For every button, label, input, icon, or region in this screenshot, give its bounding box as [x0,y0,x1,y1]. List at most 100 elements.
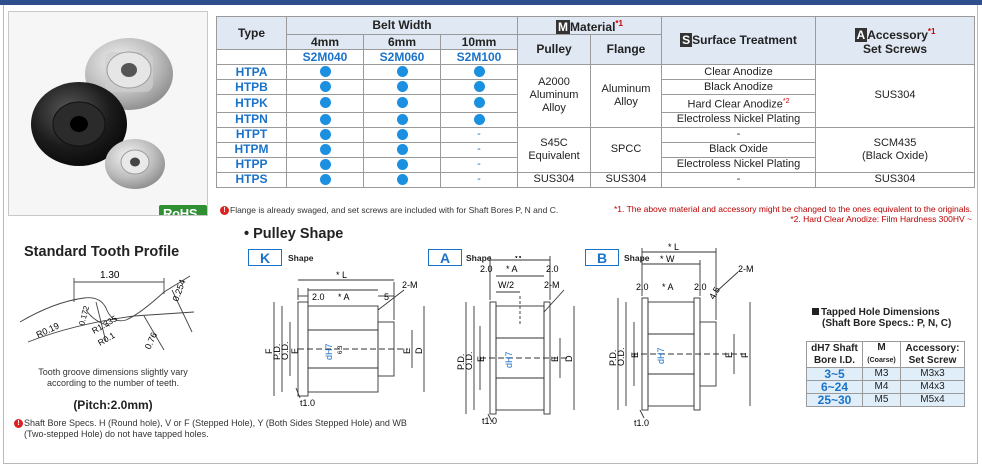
top-banner-bar [0,0,982,5]
svg-text:* A: * A [506,264,518,274]
surface-black-oxide: Black Oxide [661,141,817,158]
svg-text:F: F [264,348,274,354]
thread-size: M3 [862,367,901,381]
shape-b-badge[interactable]: B [585,249,619,266]
g3-surface: - [661,171,817,188]
svg-text:6.3: 6.3 [338,345,344,354]
surface-none: - [661,126,817,143]
svg-text:* A: * A [338,292,350,302]
svg-text:O.D.: O.D. [616,347,626,366]
pulley-photo-illustration [31,38,173,189]
shape-a-badge[interactable]: A [428,249,462,266]
svg-text:t1.0: t1.0 [634,418,649,428]
type-htpa[interactable]: HTPA [216,64,287,80]
svg-text:0.76: 0.76 [143,331,159,351]
header-flange: Flange [589,34,663,65]
svg-text:O.D.: O.D. [464,351,474,370]
svg-text:P.D.: P.D. [456,354,466,370]
svg-text:2-M: 2-M [738,264,754,274]
pulley-shape-title: • Pulley Shape [244,226,344,242]
svg-text:E: E [630,352,640,358]
available-dot [396,113,408,125]
note-material: *1. The above material and accessory mig… [613,204,972,224]
svg-text:2.0: 2.0 [480,264,493,274]
available-dot [473,97,485,109]
code-s2m040: S2M040 [286,49,364,65]
available-dot [319,113,331,125]
shape-a-label: Shape [466,253,492,263]
code-s2m060: S2M060 [363,49,441,65]
bore-range: 6~24 [806,380,863,394]
thread-size: M5 [862,393,901,407]
warning-icon: ! [220,206,229,216]
available-dot [319,143,331,155]
product-photo: RoHS 10 [8,11,208,216]
set-screw: M4x3 [900,380,965,394]
note-shaft-bore: !Shaft Bore Specs. H (Round hole), V or … [14,418,444,440]
not-available-dash: - [440,141,518,158]
available-dot [396,66,408,78]
type-htpm[interactable]: HTPM [216,141,287,158]
svg-text:O.D.: O.D. [280,341,290,360]
svg-text:dH7: dH7 [656,347,666,364]
svg-text:E: E [290,348,300,354]
code-s2m100: S2M100 [440,49,518,65]
available-dot [396,173,408,185]
svg-text:E: E [724,352,734,358]
svg-text:dH7: dH7 [324,343,334,360]
svg-text:P.D.: P.D. [608,350,618,366]
surface-electroless-nickel: Electroless Nickel Plating [661,111,817,128]
header-type-spacer [216,49,287,65]
table-row: HTPB Black Anodize [216,79,975,95]
g3-accessory: SUS304 [815,171,976,188]
shape-k-label: Shape [288,253,314,263]
table-row: HTPN Electroless Nickel Plating [216,111,975,128]
svg-text:4.5: 4.5 [707,285,722,301]
svg-text:D: D [564,355,574,362]
type-htpk[interactable]: HTPK [216,94,287,113]
svg-text:0.254: 0.254 [170,278,187,303]
available-dot [396,128,408,140]
header-pulley: Pulley [517,34,591,65]
available-dot [396,81,408,93]
available-dot [319,158,331,170]
svg-text:2.0: 2.0 [636,282,649,292]
not-available-dash: - [440,156,518,173]
type-htpt[interactable]: HTPT [216,126,287,143]
type-htpb[interactable]: HTPB [216,79,287,95]
type-htpp[interactable]: HTPP [216,156,287,173]
g3-pulley-material: SUS304 [517,171,591,188]
svg-text:* A: * A [662,282,674,292]
surface-electroless-nickel-2: Electroless Nickel Plating [661,156,817,173]
svg-text:F: F [740,352,750,358]
svg-text:P.D.: P.D. [272,344,282,360]
bore-range: 25~30 [806,393,863,407]
svg-text:t1.0: t1.0 [482,416,497,426]
table-row: HTPK Hard Clear Anodize*2 [216,94,975,113]
th-header-m: M(Coarse) [862,341,901,368]
g2-flange-material: SPCC [589,126,663,173]
tapped-hole-title: Tapped Hole Dimensions(Shaft Bore Specs.… [812,307,951,329]
surface-clear-anodize: Clear Anodize [661,64,817,80]
svg-text:R1.335: R1.335 [90,313,119,336]
warning-icon: ! [14,419,23,429]
svg-text:5: 5 [384,292,389,302]
type-htpn[interactable]: HTPN [216,111,287,128]
note-flange: !Flange is already swaged, and set screw… [220,205,558,216]
svg-text:t1.0: t1.0 [300,398,315,408]
type-htps[interactable]: HTPS [216,171,287,188]
content-frame [3,5,978,464]
available-dot [319,97,331,109]
shape-k-badge[interactable]: K [248,249,282,266]
svg-text:D: D [414,347,424,354]
not-available-dash: - [440,171,518,188]
shape-a-drawing: * W 2.0 * A 2.0 W/2 2-M P.D. O.D. E dH7 … [456,256,575,426]
available-dot [319,128,331,140]
svg-text:E: E [476,356,486,362]
table-row: HTPP - Electroless Nickel Plating [216,156,975,173]
